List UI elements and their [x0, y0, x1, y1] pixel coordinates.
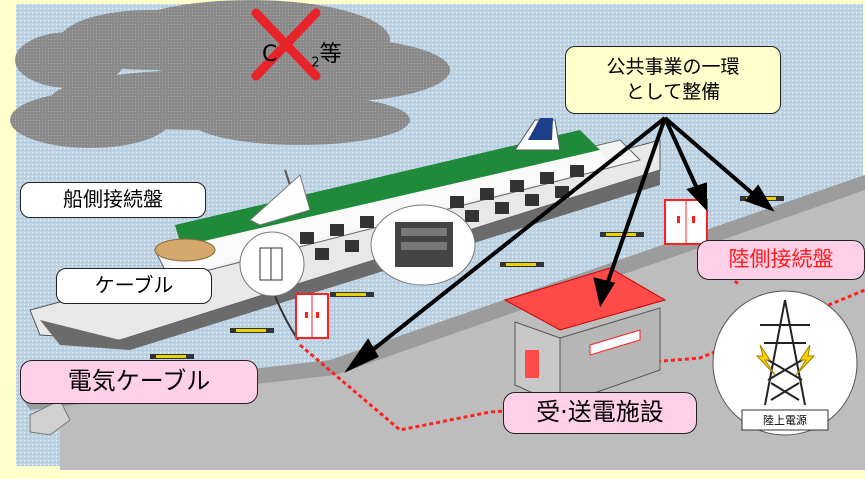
substation-callout: 受·送電施設 [503, 392, 697, 434]
land-power-label-box [741, 409, 829, 431]
co2-cross-mark [251, 8, 321, 81]
land-power-label: 陸上電源 [763, 414, 807, 427]
co2-main: C [262, 42, 278, 67]
public-works-arrows [344, 116, 775, 373]
land-connection-box [664, 199, 708, 245]
cable-callout: ケーブル [56, 268, 212, 304]
public-works-line1: 公共事業の一環 [606, 56, 740, 78]
electric-cable-callout: 電気ケーブル [20, 360, 258, 404]
public-works-line2: として整備 [625, 81, 721, 103]
land-panel-callout: 陸側接続盤 [697, 240, 865, 280]
co2-suffix: 等 [319, 42, 342, 67]
transmission-tower-icon [760, 299, 810, 406]
ship-panel-callout: 船側接続盤 [20, 182, 206, 218]
quay-connection-box [295, 293, 329, 339]
co2-label: C 2等 [262, 36, 342, 70]
exhaust-smoke [10, 0, 450, 148]
land-power-bubble [712, 290, 858, 436]
co2-subscript: 2 [311, 55, 320, 71]
lightning-icon [755, 344, 816, 376]
public-works-callout: 公共事業の一環 として整備 [565, 46, 781, 114]
substation-building [503, 267, 667, 406]
